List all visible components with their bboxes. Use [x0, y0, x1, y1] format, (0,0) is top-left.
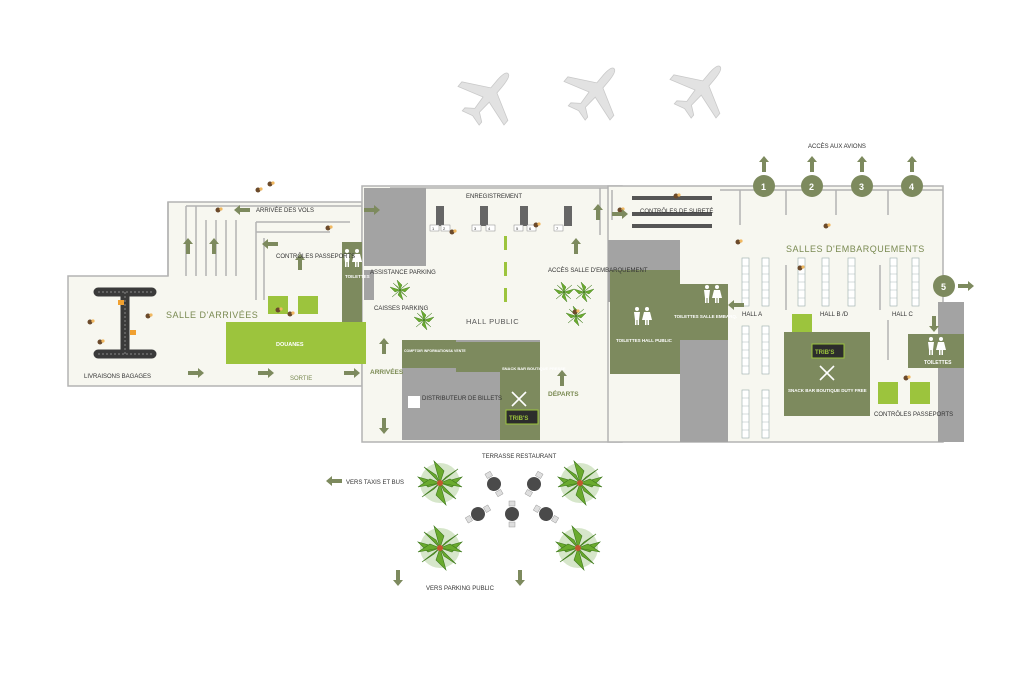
label-hall-bd: HALL B /D [820, 312, 849, 318]
labels: ARRIVÉE DES VOLS CONTRÔLES PASSEPORTS TO… [84, 143, 953, 592]
label-controles-surete: CONTRÔLES DE SURETÉ [640, 208, 713, 215]
tribs-logo: TRIB'S TRIB'S [408, 343, 845, 425]
label-acces-salle-embarquement: ACCÈS SALLE D'EMBARQUEMENT [548, 267, 648, 274]
label-comptoir-info: COMPTOIR INFORMATIONS& VENTE [404, 349, 466, 353]
label-snack-bar-presse: SNACK BAR BOUTIQUE PRESSE [502, 366, 566, 371]
label-hall-a: HALL A [742, 312, 762, 318]
gate-number: 4 [909, 182, 914, 192]
fork-knife-icon [511, 365, 835, 407]
label-controles-passeports-right: CONTRÔLES PASSEPORTS [874, 411, 953, 418]
label-controles-passeports-left: CONTRÔLES PASSEPORTS [276, 253, 355, 260]
label-toilettes-salle-embarq: TOILETTES SALLE EMBARQ. [674, 314, 737, 319]
desk-number: 2 [443, 226, 446, 231]
label-vers-parking: VERS PARKING PUBLIC [426, 586, 495, 592]
palm-tree-icon [417, 460, 463, 506]
desk-number: 3 [474, 226, 477, 231]
gate-number: 1 [761, 182, 766, 192]
label-douanes: DOUANES [276, 342, 304, 348]
svg-text:TRIB'S: TRIB'S [509, 416, 528, 422]
label-toilettes-hall-public: TOILETTES HALL PUBLIC [616, 338, 673, 343]
palm-tree-icon [557, 460, 603, 506]
desk-number: 4 [488, 226, 491, 231]
label-departs: DÉPARTS [548, 389, 579, 398]
palm-tree-icon [555, 525, 601, 571]
airplane-icon [447, 53, 532, 138]
label-salle-arrivees: SALLE D'ARRIVÉES [166, 310, 258, 320]
baggage-carousel-icon [93, 287, 157, 359]
desk-number: 6 [529, 226, 532, 231]
label-terrasse-restaurant: TERRASSE RESTAURANT [482, 454, 557, 460]
label-toilettes-left: TOILETTES [345, 274, 370, 279]
label-livraisons-bagages: LIVRAISONS BAGAGES [84, 374, 151, 380]
gate-number: 5 [941, 282, 946, 292]
label-hall-public: HALL PUBLIC [466, 317, 519, 326]
label-salles-embarquements: SALLES D'EMBARQUEMENTS [786, 244, 925, 254]
label-caisses-parking: CAISSES PARKING [374, 306, 429, 312]
desk-number: 7 [556, 226, 559, 231]
svg-text:TRIB'S: TRIB'S [815, 350, 834, 356]
gate-number: 3 [859, 182, 864, 192]
label-arrivee-vols: ARRIVÉE DES VOLS [256, 207, 314, 214]
gate-markers: 1 2 3 4 5 [753, 175, 955, 297]
palm-tree-icon [417, 525, 463, 571]
label-vers-taxis: VERS TAXIS ET BUS [346, 480, 404, 486]
label-sortie: SORTIE [290, 376, 312, 382]
label-arrivees: ARRIVÉES [370, 367, 404, 376]
security-lanes [632, 196, 712, 228]
label-toilettes-right: TOILETTES [924, 360, 952, 366]
label-acces-avions: ACCÈS AUX AVIONS [808, 143, 866, 150]
restaurant-tables [463, 469, 561, 528]
label-hall-c: HALL C [892, 312, 913, 318]
label-assistance-parking: ASSISTANCE PARKING [370, 270, 436, 276]
label-enregistrement: ENREGISTREMENT [466, 194, 522, 200]
airplane-icon [553, 48, 638, 133]
label-distributeur-billets: DISTRIBUTEUR DE BILLETS [422, 396, 502, 402]
airplane-icon [659, 46, 744, 131]
label-snack-bar-duty-free: SNACK BAR BOUTIQUE DUTY FREE [788, 388, 867, 393]
desk-number: 1 [432, 226, 435, 231]
desk-number: 5 [516, 226, 519, 231]
checkin-counters: 1 2 3 4 5 6 7 [429, 206, 572, 302]
gate-number: 2 [809, 182, 814, 192]
